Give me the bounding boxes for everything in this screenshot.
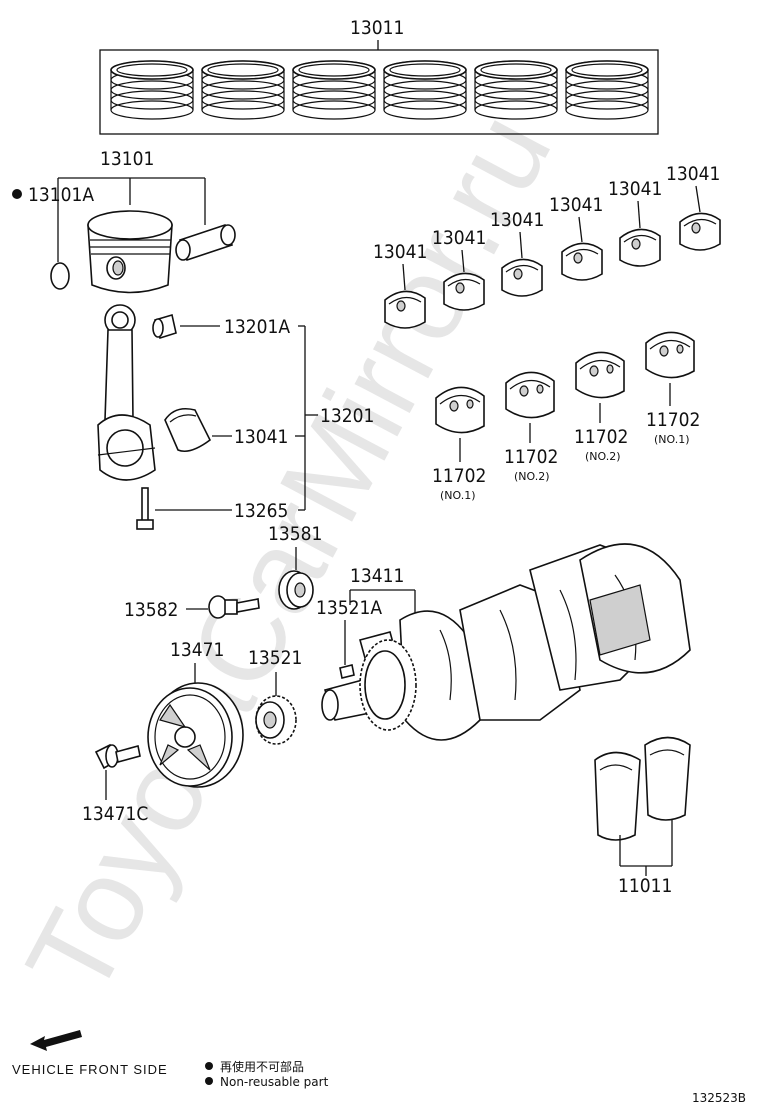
main-bearing — [505, 371, 555, 419]
piston-ring-stack — [565, 60, 649, 120]
label-upper-bearing[interactable]: 13041 — [373, 241, 427, 263]
label-sensor-plate[interactable]: 13581 — [268, 523, 322, 545]
timing-gear — [255, 695, 297, 745]
label-timing-gear[interactable]: 13521 — [248, 647, 302, 669]
label-piston-subassy[interactable]: 13101 — [100, 148, 154, 170]
vehicle-front-side-label: VEHICLE FRONT SIDE — [12, 1062, 168, 1077]
legend-bullet-jp — [205, 1062, 213, 1070]
piston-ring-stack — [383, 60, 467, 120]
crank-key — [339, 664, 355, 679]
bolt — [208, 595, 260, 619]
main-bearing — [575, 351, 625, 399]
label-upper-bearing[interactable]: 13041 — [432, 227, 486, 249]
label-snap-ring[interactable]: 13101A — [28, 184, 94, 206]
main-bearing — [645, 331, 695, 379]
thrust-washer-right — [644, 736, 691, 821]
label-crankshaft[interactable]: 13411 — [350, 565, 404, 587]
upper-main-bearing — [619, 228, 661, 267]
crank-pulley — [147, 682, 244, 788]
label-conrod-assy[interactable]: 13201 — [320, 405, 374, 427]
conrod-bolt — [136, 487, 154, 530]
label-main-bearing[interactable]: 11702 — [646, 409, 700, 431]
piston-ring-stack — [474, 60, 558, 120]
upper-main-bearing — [501, 258, 543, 297]
piston-ring-set-frame — [99, 49, 659, 135]
upper-main-bearing — [679, 212, 721, 251]
connecting-rod — [97, 304, 156, 481]
piston — [87, 210, 173, 294]
label-key[interactable]: 13521A — [316, 597, 382, 619]
thrust-washer-left — [594, 751, 641, 841]
label-upper-bearing[interactable]: 13041 — [490, 209, 544, 231]
label-upper-bearing[interactable]: 13041 — [666, 163, 720, 185]
piston-ring-stack — [110, 60, 194, 120]
label-upper-bearing[interactable]: 13041 — [549, 194, 603, 216]
main-bearing — [435, 386, 485, 434]
crank-sprocket — [359, 639, 417, 731]
conrod-bushing — [152, 313, 177, 340]
main-bearing-group: 11702 (NO.1) 11702 (NO.2) 11702 (NO.2) 11702 (N… — [432, 331, 700, 502]
legend-bullet-en — [205, 1077, 213, 1085]
upper-main-bearing — [561, 242, 603, 281]
snap-ring — [50, 262, 70, 290]
label-main-bearing[interactable]: 11702 — [504, 446, 558, 468]
label-main-bearing[interactable]: 11702 — [574, 426, 628, 448]
sensor-plate — [278, 570, 314, 610]
pulley-bolt — [94, 743, 141, 770]
label-main-bearing-position: (NO.1) — [440, 489, 476, 502]
piston-pin — [175, 223, 236, 262]
label-conrod-bushing[interactable]: 13201A — [224, 316, 290, 338]
upper-main-bearing — [384, 290, 426, 329]
front-direction-arrow-icon — [30, 1030, 82, 1051]
legend-note-en: Non-reusable part — [220, 1075, 329, 1089]
label-pulley[interactable]: 13471 — [170, 639, 224, 661]
piston-ring-stack — [292, 60, 376, 120]
piston-ring-stack — [201, 60, 285, 120]
label-main-bearing-position: (NO.2) — [585, 450, 621, 463]
label-main-bearing-position: (NO.2) — [514, 470, 550, 483]
label-thrust-washer[interactable]: 11011 — [618, 875, 672, 897]
conrod-bearing — [164, 407, 212, 453]
upper-main-bearing — [443, 272, 485, 311]
figure-code: 132523B — [692, 1091, 746, 1105]
label-pulley-bolt[interactable]: 13471C — [82, 803, 148, 825]
label-bolt[interactable]: 13582 — [124, 599, 178, 621]
label-conrod-bolt[interactable]: 13265 — [234, 500, 288, 522]
label-upper-bearing[interactable]: 13041 — [608, 178, 662, 200]
piston-ring-set — [110, 60, 649, 120]
label-main-bearing[interactable]: 11702 — [432, 465, 486, 487]
label-piston-ring-set[interactable]: 13011 — [350, 17, 404, 39]
label-main-bearing-position: (NO.1) — [654, 433, 690, 446]
non-reusable-marker — [12, 189, 22, 199]
label-conrod-bearing[interactable]: 13041 — [234, 426, 288, 448]
legend-note-jp: 再使用不可部品 — [220, 1059, 304, 1074]
